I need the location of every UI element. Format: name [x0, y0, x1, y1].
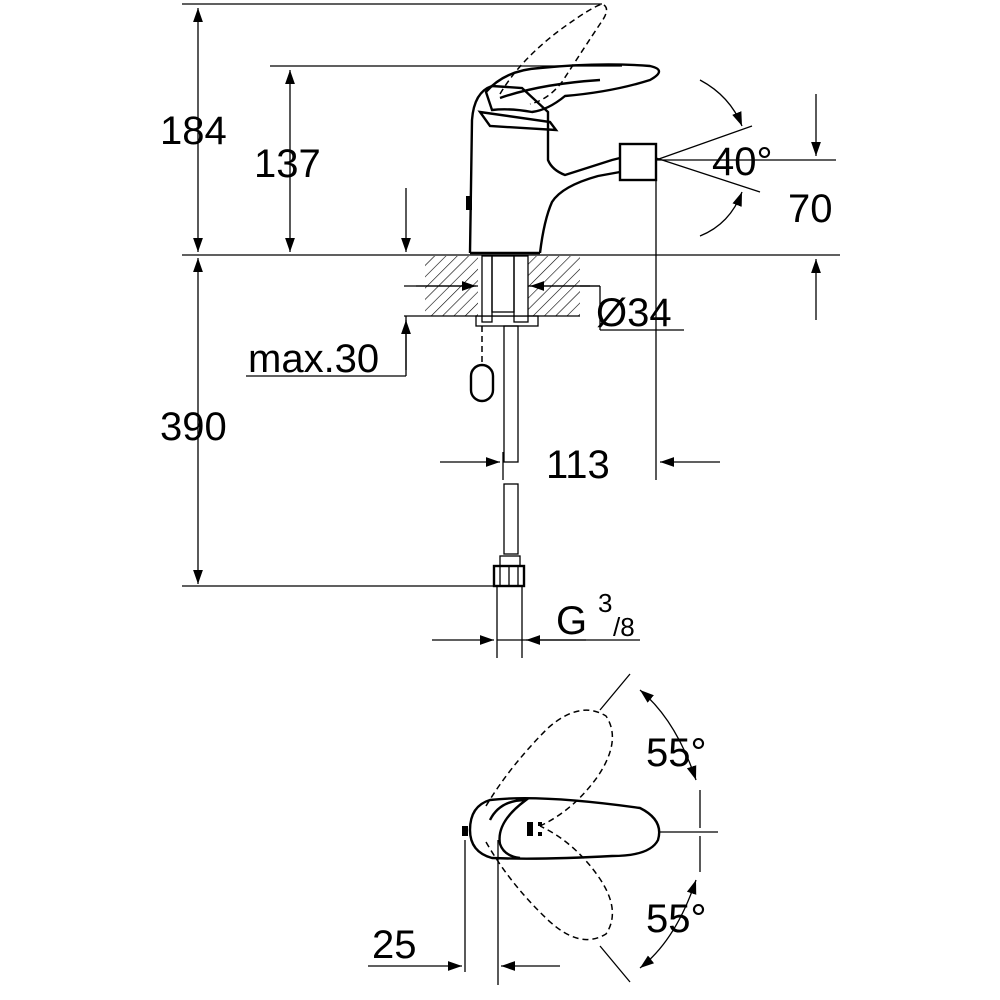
top-view: 55° 55° 25 [368, 673, 718, 985]
label-lever-angle: 40° [712, 140, 773, 184]
label-max-thickness: max.30 [248, 337, 379, 381]
faucet-body [466, 84, 658, 255]
label-thread-denominator: /8 [613, 612, 635, 642]
mounting-shank [475, 255, 539, 327]
lever-open-dashed [499, 3, 608, 105]
label-thread: G [556, 599, 587, 643]
lever-closed [477, 63, 661, 132]
label-projection: 113 [546, 443, 610, 487]
label-hole-diameter: Ø34 [596, 291, 672, 335]
lever-swing-up-dashed [485, 709, 614, 827]
supply-hose [492, 325, 526, 658]
extension-lines [182, 3, 840, 641]
dimension-arrows [193, 7, 821, 645]
label-thread-numerator: 3 [598, 588, 612, 618]
label-lever-offset: 25 [372, 923, 417, 967]
pull-rod-knob-icon [469, 363, 495, 403]
side-view: 184 137 40° 70 Ø34 max.30 390 113 G 3 /8 [160, 3, 840, 658]
pull-rod [469, 326, 495, 403]
label-hose-length: 390 [160, 405, 227, 449]
label-lever-swing-right: 55° [646, 897, 707, 941]
lever-swing-down-dashed [485, 825, 614, 941]
label-lever-swing-left: 55° [646, 731, 707, 775]
lever-top [462, 797, 661, 860]
label-total-height: 184 [160, 109, 227, 153]
label-spout-height: 137 [254, 142, 321, 186]
label-spout-offset: 70 [788, 187, 833, 231]
